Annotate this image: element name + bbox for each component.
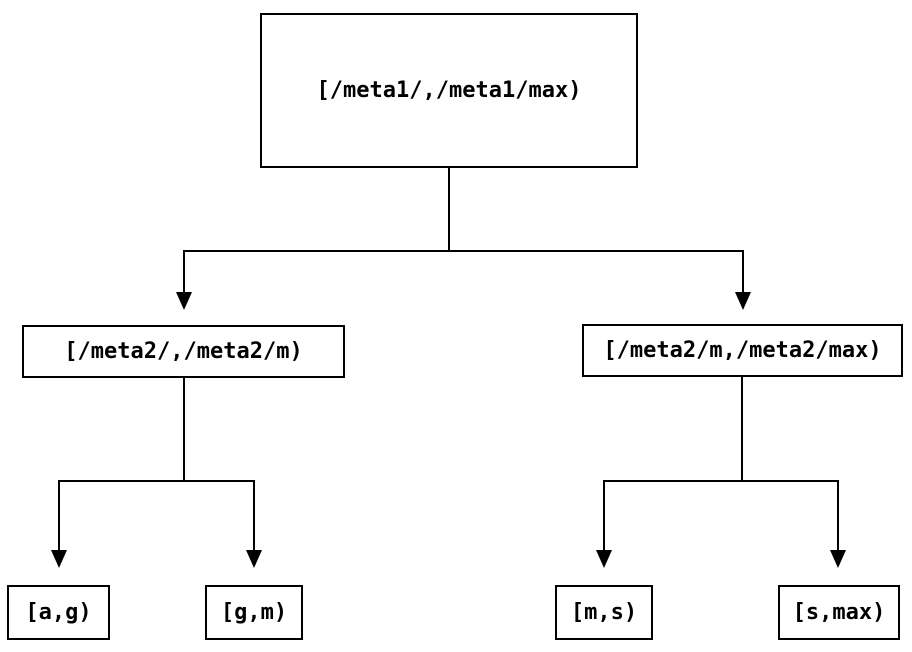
arrowhead-down-icon <box>176 292 192 310</box>
connector-right-branch-stem-line <box>741 377 743 480</box>
node-meta2-upper-range: [/meta2/m,/meta2/max) <box>582 324 903 377</box>
node-meta1-range-label: [/meta1/,/meta1/max) <box>316 78 582 103</box>
node-meta2-lower-range: [/meta2/,/meta2/m) <box>22 325 345 378</box>
arrowhead-down-icon <box>830 550 846 568</box>
arrowhead-down-icon <box>735 292 751 310</box>
node-leaf-a-g: [a,g) <box>7 585 110 640</box>
node-meta2-upper-range-label: [/meta2/m,/meta2/max) <box>603 338 882 363</box>
node-leaf-g-m-label: [g,m) <box>220 600 288 625</box>
connector-leaf-a-g-drop-line <box>58 480 60 550</box>
connector-root-left-drop-line <box>183 250 185 292</box>
connector-right-branch-horizontal-line <box>603 480 839 482</box>
connector-leaf-s-max-drop-line <box>837 480 839 550</box>
arrowhead-down-icon <box>246 550 262 568</box>
node-leaf-m-s: [m,s) <box>555 585 653 640</box>
node-leaf-g-m: [g,m) <box>205 585 303 640</box>
node-leaf-a-g-label: [a,g) <box>25 600 92 625</box>
connector-left-branch-stem-line <box>183 378 185 480</box>
node-meta1-range: [/meta1/,/meta1/max) <box>260 13 638 168</box>
arrowhead-down-icon <box>596 550 612 568</box>
arrowhead-down-icon <box>51 550 67 568</box>
connector-root-right-drop-line <box>742 250 744 292</box>
connector-root-stem-line <box>448 168 450 250</box>
connector-leaf-g-m-drop-line <box>253 480 255 550</box>
connector-leaf-m-s-drop-line <box>603 480 605 550</box>
node-leaf-m-s-label: [m,s) <box>570 600 638 625</box>
node-leaf-s-max-label: [s,max) <box>792 600 886 625</box>
connector-root-horizontal-line <box>183 250 744 252</box>
node-leaf-s-max: [s,max) <box>778 585 900 640</box>
connector-left-branch-horizontal-line <box>58 480 255 482</box>
node-meta2-lower-range-label: [/meta2/,/meta2/m) <box>64 339 303 364</box>
